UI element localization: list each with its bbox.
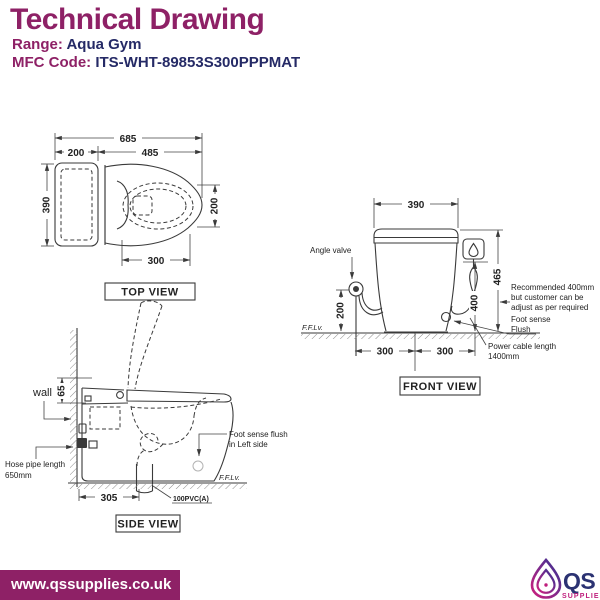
seat-neck: [116, 180, 129, 230]
seat-hinge: [116, 391, 124, 399]
front-view-label-box: [399, 376, 481, 396]
dim-bowl-length: 485: [142, 148, 159, 159]
wall-hatch: [70, 330, 77, 485]
front-view-drawing: 390 Angle valve 200 F.F.Lv. 465 400 300 …: [301, 198, 594, 396]
website-url: www.qssupplies.co.uk: [11, 576, 172, 593]
floor-hatch-front: [301, 334, 540, 339]
floor-hatch-side: [68, 484, 247, 489]
hose-connector: [78, 423, 87, 434]
foot-sense-note-line1: Foot sense flush: [229, 430, 288, 439]
hose-note-line2: 650mm: [5, 471, 32, 480]
top-view-linework: [54, 162, 203, 247]
header: Technical Drawing Range: Aqua Gym MFC Co…: [10, 4, 300, 72]
logo-subtitle: SUPPLIES: [562, 593, 600, 600]
dim-inner-width: 300: [148, 256, 165, 267]
seat-ring-inner: [129, 188, 187, 224]
mfc-line: MFC Code: ITS-WHT-89853S300PPPMAT: [12, 54, 300, 72]
recommend-note-line2: but customer can be: [511, 293, 584, 302]
side-view-label-box: [115, 514, 181, 533]
cable-note-line1: Power cable length: [488, 342, 556, 351]
lid-outline: [104, 163, 203, 247]
logo-droplet-icon: [530, 557, 562, 599]
seat-profile: [126, 389, 232, 403]
drain-pipe: [136, 490, 153, 494]
supply-hose: [358, 295, 384, 316]
dim-width: 390: [42, 196, 53, 213]
dim-overall-width: 685: [120, 134, 137, 145]
foot-sense-note-line2: in Left side: [229, 440, 268, 449]
logo-title: QS: [563, 568, 595, 594]
side-view-drawing: wall 65 Hose pipe length 650mm 305 100PV…: [5, 300, 288, 533]
range-label: Range:: [12, 36, 63, 53]
lid-front: [373, 228, 459, 244]
range-value: Aqua Gym: [66, 36, 142, 53]
tank-hidden-outline: [60, 168, 93, 241]
top-view-drawing: 685 200 485 390 200 300 TOP VIEW: [41, 132, 221, 301]
body-right-edge: [445, 242, 458, 332]
recommend-note-line3: adjust as per required: [511, 303, 588, 312]
page-title: Technical Drawing: [10, 3, 265, 36]
dim-valve-height: 200: [336, 302, 347, 319]
spray-nozzle-icon: [468, 242, 479, 258]
side-view-annotations: wall 65 Hose pipe length 650mm 305 100PV…: [5, 377, 288, 504]
front-view-dimensions: 390 Angle valve 200 F.F.Lv. 465 400 300 …: [302, 198, 504, 371]
dim-right-offset: 300: [437, 347, 454, 358]
cable-note-line2: 1400mm: [488, 352, 519, 361]
website-banner: www.qssupplies.co.uk: [0, 570, 180, 600]
qs-supplies-logo: QS SUPPLIES: [530, 557, 600, 600]
dim-depth: 305: [101, 493, 118, 504]
body-profile: [81, 388, 234, 482]
spray-wand: [469, 266, 478, 295]
dim-seat-width: 200: [210, 197, 221, 214]
front-view-annotations: Recommended 400mm but customer can be ad…: [453, 283, 594, 361]
floor-label-front: F.F.Lv.: [302, 323, 323, 332]
foot-sense-flush-spot: [440, 311, 452, 323]
hose-note-line1: Hose pipe length: [5, 460, 65, 469]
recommend-note-line1: Recommended 400mm: [511, 283, 594, 292]
pipe-label: 100PVC(A): [173, 496, 209, 503]
dim-lid-height: 65: [57, 385, 68, 397]
open-lid: [127, 302, 142, 389]
seat-ring-outer: [122, 182, 194, 230]
foot-sense-label-line1: Foot sense: [511, 315, 551, 324]
tank-outline: [54, 162, 99, 247]
angle-valve-label: Angle valve: [310, 246, 352, 255]
side-view-label: SIDE VIEW: [117, 519, 178, 531]
dim-left-offset: 300: [377, 347, 394, 358]
foot-sense-label-line2: Flush: [511, 325, 531, 334]
body-left-edge: [374, 242, 387, 332]
dim-front-width: 390: [408, 200, 425, 211]
wall-label: wall: [32, 387, 52, 399]
foot-sense-spot: [192, 460, 204, 472]
dim-tank-depth: 200: [68, 148, 85, 159]
top-view-dimensions: 685 200 485 390 200 300: [41, 132, 221, 267]
dim-total-height: 465: [493, 268, 504, 285]
mfc-label: MFC Code:: [12, 54, 92, 71]
side-view-linework: [68, 300, 247, 494]
top-view-label-box: [104, 282, 196, 301]
front-view-label: FRONT VIEW: [403, 381, 477, 393]
hose-valve: [77, 438, 87, 448]
range-line: Range: Aqua Gym: [12, 36, 300, 54]
floor-label-side: F.F.Lv.: [219, 473, 240, 482]
mfc-value: ITS-WHT-89853S300PPPMAT: [95, 54, 301, 71]
jet-area: [132, 195, 153, 216]
dim-recommended-height: 400: [470, 294, 481, 311]
top-view-label: TOP VIEW: [121, 287, 179, 299]
